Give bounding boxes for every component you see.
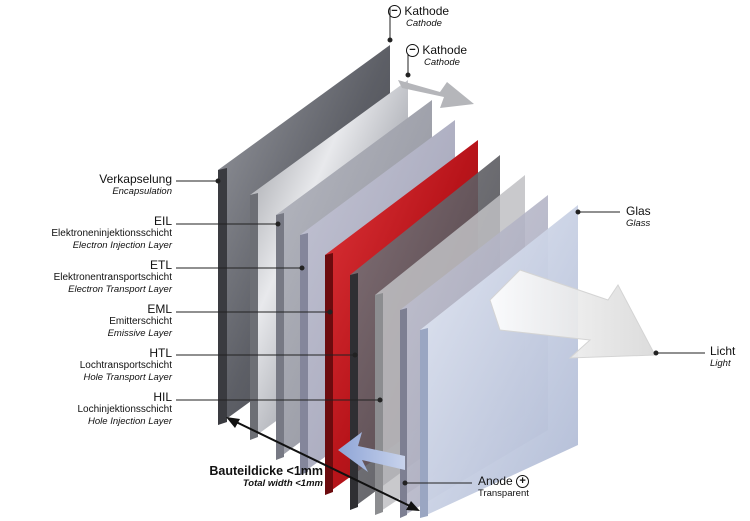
cathode-top-title: Kathode: [404, 4, 450, 18]
light-subtitle: Light: [710, 358, 731, 369]
thickness-subtitle: Total width <1mm: [242, 478, 323, 489]
eil-english: Electron Injection Layer: [72, 240, 172, 251]
htl-english: Hole Transport Layer: [83, 372, 172, 383]
eml-english: Emissive Layer: [107, 328, 172, 339]
anode-title: Anode: [478, 474, 513, 488]
eil-title: EIL: [153, 214, 172, 228]
etl-title: ETL: [149, 258, 172, 272]
light-title: Licht: [710, 344, 736, 358]
encapsulation-label: Verkapselung Encapsulation: [99, 172, 172, 197]
thickness-dimension: [226, 417, 420, 511]
minus-icon: −: [406, 44, 419, 58]
cathode-label: − Kathode Cathode: [406, 43, 467, 68]
glass-label: Glas Glass: [626, 204, 651, 229]
hil-german: Lochinjektionsschicht: [77, 404, 173, 415]
hil-english: Hole Injection Layer: [88, 416, 172, 427]
eml-title: EML: [147, 302, 172, 316]
anode-arrow: [338, 432, 405, 472]
cathode-title: Kathode: [422, 43, 468, 57]
glass-subtitle: Glass: [626, 218, 651, 229]
encapsulation-subtitle: Encapsulation: [112, 186, 172, 197]
encapsulation-title: Verkapselung: [99, 172, 172, 186]
cathode-top-label: − Kathode Cathode: [388, 4, 449, 29]
hil-label: HIL Lochinjektionsschicht Hole Injection…: [78, 390, 173, 427]
cathode-subtitle: Cathode: [424, 57, 460, 69]
anode-label: Anode + Transparent: [478, 474, 530, 500]
cathode-top-subtitle: Cathode: [406, 18, 442, 30]
light-label: Licht Light: [710, 344, 735, 369]
minus-icon: −: [388, 5, 401, 19]
eil-german: Elektroneninjektionsschicht: [51, 228, 172, 239]
htl-german: Lochtransportschicht: [79, 360, 172, 371]
cathode-arrow: [398, 80, 474, 108]
leader-lines: [176, 8, 705, 486]
anode-subtitle: Transparent: [478, 488, 529, 500]
etl-german: Elektronentransportschicht: [53, 272, 172, 283]
hil-title: HIL: [153, 390, 172, 404]
etl-label: ETL Elektronentransportschicht Electron …: [54, 258, 172, 295]
eml-label: EML Emitterschicht Emissive Layer: [108, 302, 172, 339]
htl-label: HTL Lochtransportschicht Hole Transport …: [80, 346, 172, 383]
thickness-title: Bauteildicke <1mm: [209, 464, 323, 478]
plus-icon: +: [516, 475, 530, 489]
glass-title: Glas: [626, 204, 651, 218]
etl-english: Electron Transport Layer: [68, 284, 172, 295]
htl-title: HTL: [149, 346, 172, 360]
eml-german: Emitterschicht: [109, 316, 172, 327]
eil-label: EIL Elektroneninjektionsschicht Electron…: [51, 214, 172, 251]
thickness-label: Bauteildicke <1mm Total width <1mm: [209, 464, 323, 489]
